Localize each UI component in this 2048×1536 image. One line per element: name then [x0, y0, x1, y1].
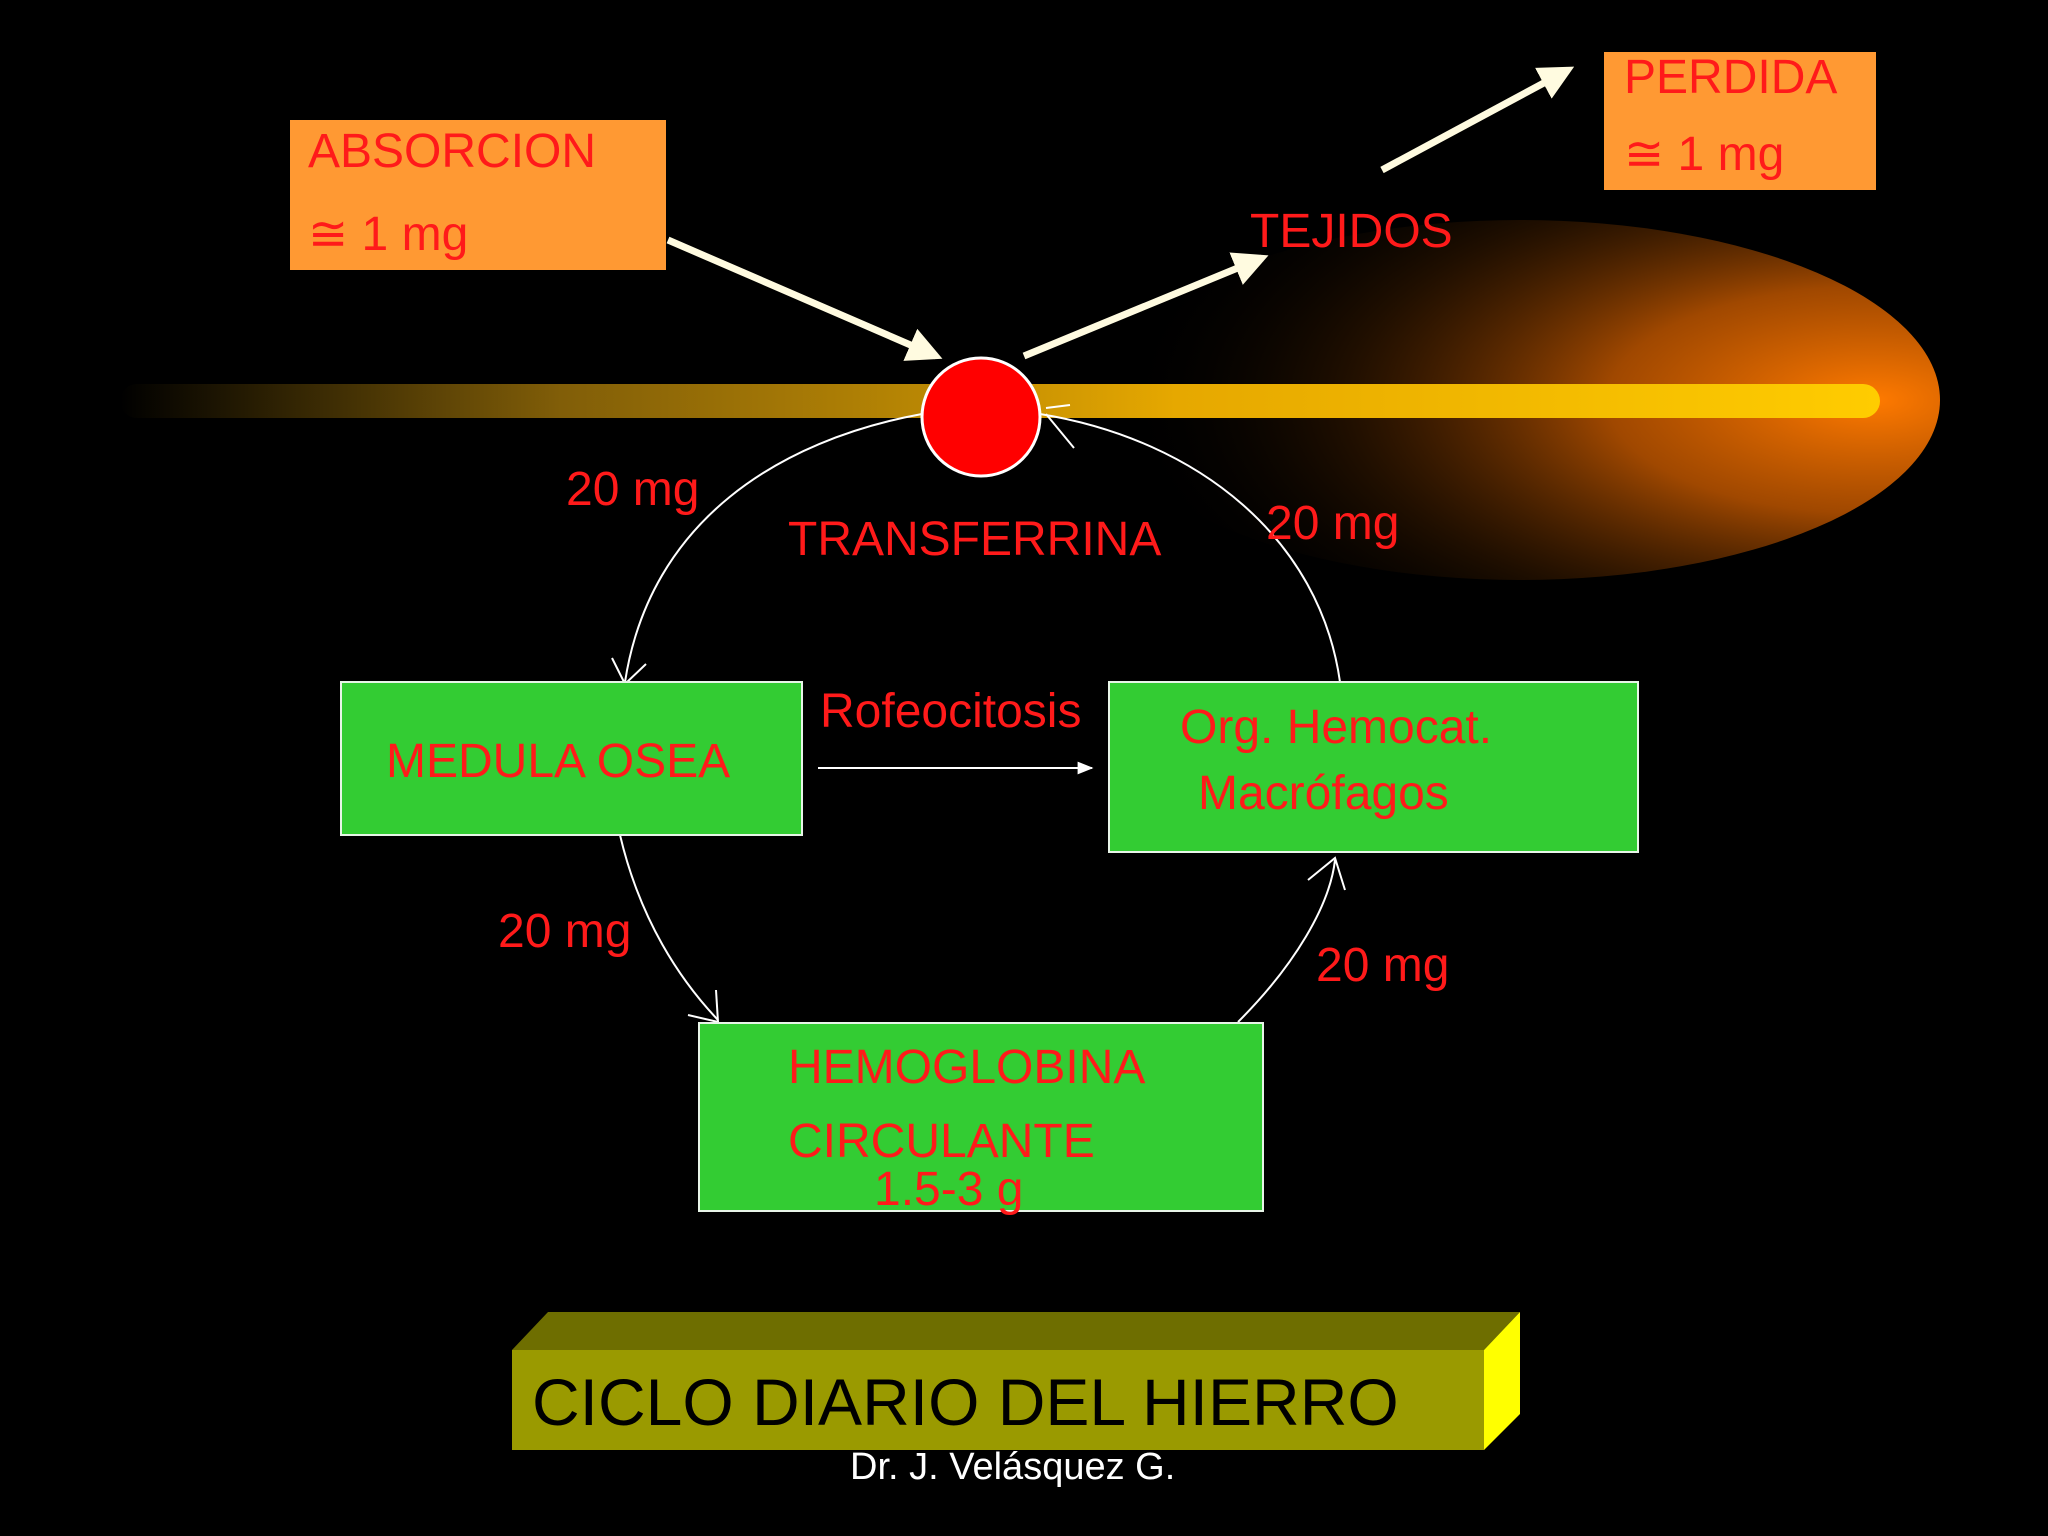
perdida-title: PERDIDA: [1624, 51, 1838, 104]
arrowhead-hemoglobina: [687, 989, 720, 1024]
arrowhead-transferrina: [1045, 404, 1075, 449]
perdida-box: [1604, 52, 1876, 190]
absorcion-arrow: [666, 236, 943, 361]
org-hemocat-line1: Org. Hemocat.: [1180, 701, 1493, 754]
org-hemocat-box: [1108, 681, 1639, 853]
author-credit: Dr. J. Velásquez G.: [850, 1446, 1176, 1488]
flow-label-hemoglobina-org: 20 mg: [1316, 939, 1450, 992]
transferrina-node: [920, 356, 1042, 478]
hemoglobina-line1: HEMOGLOBINA: [788, 1041, 1146, 1094]
arc-org-to-transferrina: [1039, 413, 1341, 683]
tejidos-arrow: [1022, 252, 1269, 360]
arrowhead-org: [1307, 856, 1346, 891]
medula-osea-box: [340, 681, 803, 836]
perdida-amount: ≅ 1 mg: [1624, 128, 1785, 181]
transferrina-label: TRANSFERRINA: [788, 513, 1162, 566]
perdida-arrow: [1380, 66, 1575, 174]
flow-label-medula-hemoglobina: 20 mg: [498, 905, 632, 958]
hemoglobina-amount: 1.5-3 g: [874, 1163, 1024, 1216]
title-bar: [512, 1312, 1520, 1450]
arc-hemoglobina-to-org: [1237, 859, 1336, 1023]
absorcion-box: [290, 120, 666, 270]
tejidos-label: TEJIDOS: [1250, 205, 1453, 258]
flow-label-transferrina-medula: 20 mg: [566, 463, 700, 516]
slide-title: CICLO DIARIO DEL HIERRO: [532, 1365, 1399, 1439]
medula-osea-label: MEDULA OSEA: [386, 735, 731, 788]
flow-label-org-transferrina: 20 mg: [1266, 497, 1400, 550]
arc-medula-to-hemoglobina: [619, 834, 719, 1021]
arc-transferrina-to-medula: [624, 413, 923, 683]
absorcion-amount: ≅ 1 mg: [308, 208, 469, 261]
org-hemocat-line2: Macrófagos: [1198, 767, 1449, 820]
hemoglobina-box: [698, 1022, 1264, 1212]
rofeocitosis-label: Rofeocitosis: [820, 685, 1082, 738]
hemoglobina-line2: CIRCULANTE: [788, 1115, 1095, 1168]
absorcion-title: ABSORCION: [308, 125, 597, 178]
cycle-arcs: [611, 404, 1346, 1024]
